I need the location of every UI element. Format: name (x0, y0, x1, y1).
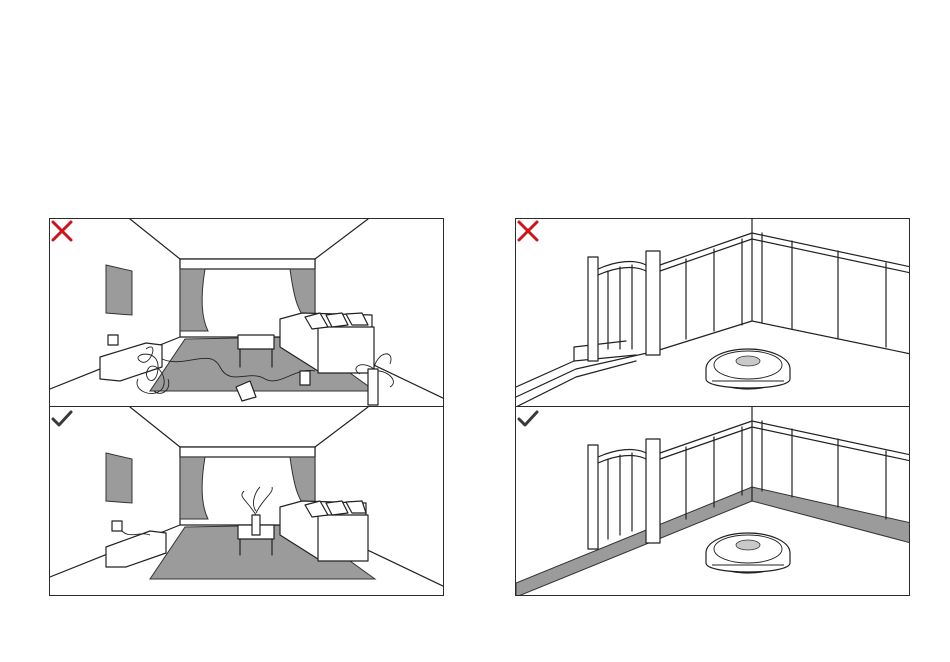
robot-vacuum (706, 533, 790, 573)
balcony-barrier-illustration (516, 407, 910, 596)
wall-picture (106, 453, 132, 503)
robot-vacuum (706, 349, 790, 389)
cross-icon (50, 219, 74, 243)
wall-picture (106, 265, 132, 315)
panel-living-room-cluttered (49, 218, 444, 407)
cross-icon (516, 219, 540, 243)
panel-balcony-open-railing (515, 218, 910, 407)
check-icon (50, 407, 74, 431)
panel-balcony-with-barrier (515, 406, 910, 596)
panel-living-room-tidy (49, 406, 444, 596)
room-tidy-illustration (50, 407, 444, 596)
room-cluttered-illustration (50, 219, 444, 407)
balcony-open-illustration (516, 219, 910, 407)
check-icon (516, 407, 540, 431)
